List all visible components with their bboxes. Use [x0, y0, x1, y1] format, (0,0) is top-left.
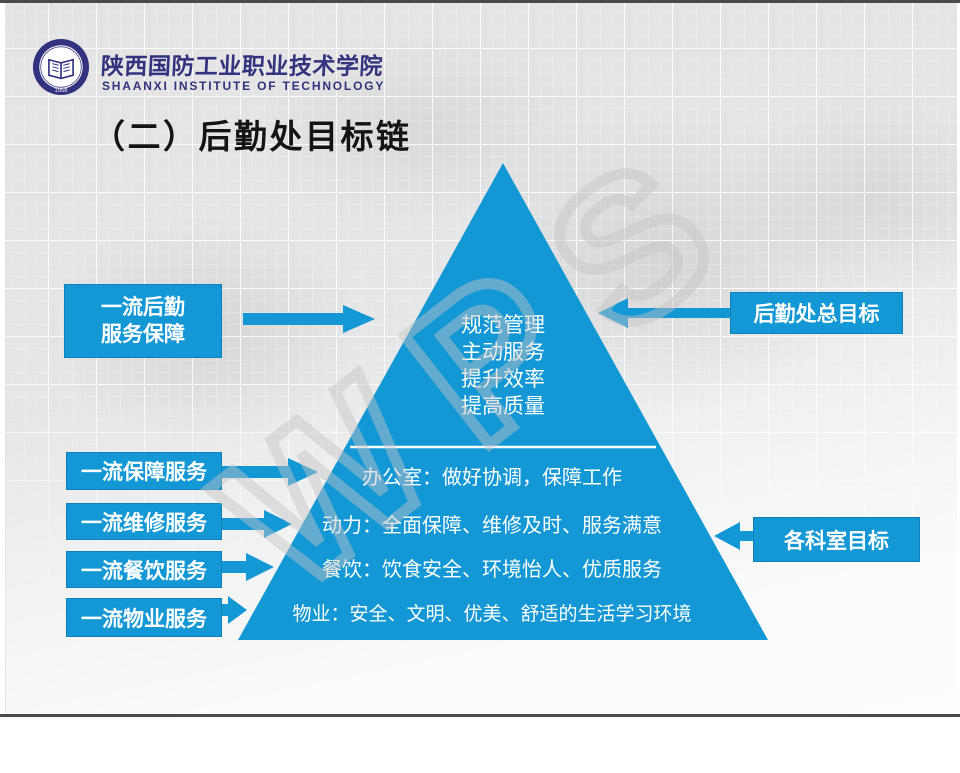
pyramid-goal-line: 提升效率 — [461, 368, 545, 391]
arrow-left-4 — [222, 553, 274, 581]
left-box-logistics-guarantee: 一流后勤 服务保障 — [64, 284, 222, 358]
pyramid-row-property: 物业：安全、文明、优美、舒适的生活学习环境 — [292, 604, 692, 625]
school-name-english: SHAANXI INSTITUTE OF TECHNOLOGY — [102, 79, 386, 93]
school-name-chinese: 陕西国防工业职业技术学院 — [100, 53, 384, 79]
arrow-right-2 — [714, 522, 753, 550]
right-box-department-goals: 各科室目标 — [753, 517, 920, 562]
slide-title: （二）后勤处目标链 — [92, 118, 412, 155]
left-box-maintenance-service: 一流维修服务 — [66, 503, 222, 540]
badge-year: 1958 — [55, 88, 68, 94]
slide-right-edge — [957, 3, 960, 714]
arrow-left-1 — [243, 305, 375, 333]
arrow-left-5 — [222, 596, 247, 624]
left-box-property-service: 一流物业服务 — [66, 598, 222, 637]
right-box-overall-goal: 后勤处总目标 — [730, 292, 903, 334]
left-box-guarantee-service: 一流保障服务 — [66, 452, 222, 490]
pyramid-row-catering: 餐饮：饮食安全、环境怡人、优质服务 — [322, 559, 662, 581]
pyramid-top-goals: 规范管理 主动服务 提升效率 提高质量 — [403, 312, 603, 420]
arrow-left-3 — [222, 510, 292, 538]
pyramid-goal-line: 提高质量 — [461, 395, 545, 418]
slide-bottom-edge — [0, 714, 960, 717]
pyramid-goal-line: 主动服务 — [461, 341, 545, 364]
left-box-catering-service: 一流餐饮服务 — [66, 551, 222, 588]
pyramid-goal-line: 规范管理 — [461, 314, 545, 337]
pyramid-row-power: 动力：全面保障、维修及时、服务满意 — [322, 515, 662, 537]
arrow-right-1 — [598, 298, 730, 328]
arrow-left-2 — [222, 458, 318, 486]
slide-top-edge — [0, 0, 960, 3]
pyramid-row-office: 办公室：做好协调，保障工作 — [362, 467, 622, 489]
slide-left-edge — [0, 3, 6, 714]
school-logo: 1958 — [32, 38, 90, 96]
diagram-canvas — [222, 163, 768, 640]
pyramid-shape — [238, 163, 768, 640]
